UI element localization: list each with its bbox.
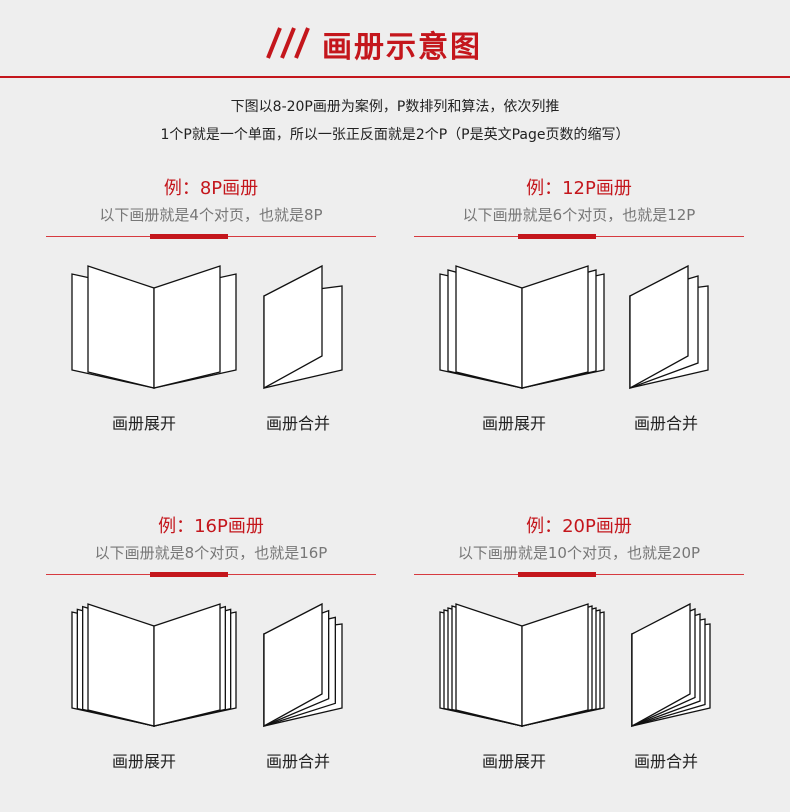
closed-brochure-illustration	[263, 264, 343, 390]
closed-page	[631, 602, 691, 728]
closed-brochure-illustration	[631, 602, 711, 728]
closed-label: 画册合并	[634, 752, 699, 771]
left-page	[455, 603, 523, 727]
example-subtitle: 以下画册就是4个对页，也就是8P	[99, 206, 323, 224]
open-brochure-illustration	[439, 265, 605, 389]
open-brochure-illustration	[71, 603, 237, 727]
left-page	[87, 265, 155, 389]
closed-brochure-illustration	[629, 264, 709, 390]
page-title: 画册示意图	[322, 30, 482, 65]
example-title: 例：20P画册	[526, 516, 632, 537]
open-label: 画册展开	[112, 414, 177, 433]
open-label: 画册展开	[482, 752, 547, 771]
right-page	[153, 265, 221, 389]
left-page	[87, 603, 155, 727]
example-20p: 例：20P画册 以下画册就是10个对页，也就是20P 画册展开 画册合并	[414, 512, 744, 812]
right-page	[521, 265, 589, 389]
example-8p: 例：8P画册 以下画册就是4个对页，也就是8P 画册展开 画册合并	[46, 174, 376, 474]
header-divider	[0, 76, 790, 78]
closed-brochure-illustration	[263, 602, 343, 728]
closed-page	[263, 264, 323, 390]
example-subtitle: 以下画册就是6个对页，也就是12P	[462, 206, 696, 224]
header: 画册示意图	[0, 0, 790, 90]
example-accent-bar	[150, 234, 228, 239]
closed-page	[263, 602, 323, 728]
intro-line-1: 下图以8-20P画册为案例，P数排列和算法，依次列推	[230, 99, 560, 115]
example-16p: 例：16P画册 以下画册就是8个对页，也就是16P 画册展开 画册合并	[46, 512, 376, 812]
example-subtitle: 以下画册就是10个对页，也就是20P	[457, 544, 701, 562]
open-label: 画册展开	[112, 752, 177, 771]
open-brochure-illustration	[439, 603, 605, 727]
intro-line-2: 1个P就是一个单面，所以一张正反面就是2个P（P是英文Page页数的缩写）	[160, 127, 630, 143]
example-accent-bar	[150, 572, 228, 577]
closed-label: 画册合并	[634, 414, 699, 433]
example-title: 例：16P画册	[158, 516, 264, 537]
example-subtitle: 以下画册就是8个对页，也就是16P	[94, 544, 328, 562]
example-title: 例：12P画册	[526, 178, 632, 199]
triple-slash-icon	[266, 27, 310, 59]
example-title: 例：8P画册	[163, 178, 259, 199]
open-label: 画册展开	[482, 414, 547, 433]
closed-label: 画册合并	[266, 752, 331, 771]
example-12p: 例：12P画册 以下画册就是6个对页，也就是12P 画册展开 画册合并	[414, 174, 744, 474]
left-page	[455, 265, 523, 389]
closed-label: 画册合并	[266, 414, 331, 433]
right-page	[521, 603, 589, 727]
closed-page	[629, 264, 689, 390]
example-accent-bar	[518, 234, 596, 239]
open-brochure-illustration	[71, 265, 237, 389]
example-accent-bar	[518, 572, 596, 577]
right-page	[153, 603, 221, 727]
